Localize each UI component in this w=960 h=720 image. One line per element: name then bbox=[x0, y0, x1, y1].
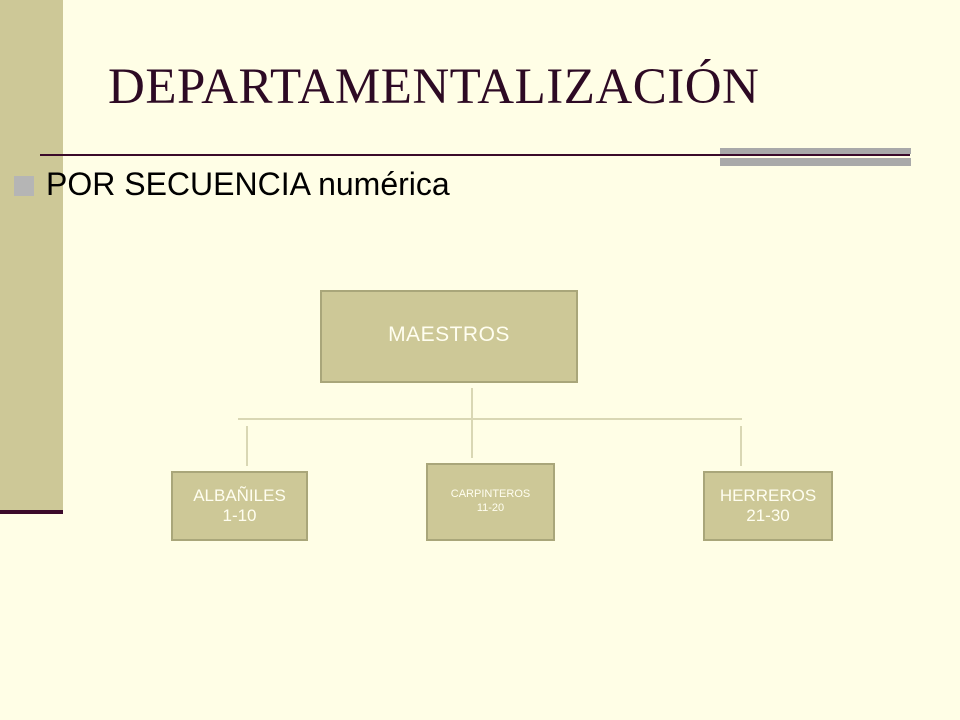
title-divider bbox=[40, 154, 910, 156]
org-node-maestros: MAESTROS bbox=[320, 290, 578, 383]
title-divider-accent-top bbox=[720, 148, 911, 154]
left-accent-bar bbox=[0, 0, 63, 510]
connector-horizontal bbox=[238, 418, 742, 420]
bullet-square-icon bbox=[14, 175, 34, 196]
org-node-carpinteros-range: 11-20 bbox=[476, 502, 505, 514]
connector-left-down bbox=[246, 426, 248, 466]
connector-root-down bbox=[471, 388, 473, 458]
bullet-text: POR SECUENCIA numérica bbox=[46, 166, 450, 202]
org-node-albaniles-name: ALBAÑILES bbox=[193, 486, 286, 505]
org-node-maestros-label: MAESTROS bbox=[388, 323, 510, 346]
bullet-item: POR SECUENCIA numérica bbox=[14, 166, 450, 203]
org-node-albaniles-range: 1-10 bbox=[222, 506, 257, 525]
left-accent-underline bbox=[0, 510, 63, 514]
org-node-carpinteros: CARPINTEROS 11-20 bbox=[426, 463, 555, 541]
org-node-carpinteros-name: CARPINTEROS bbox=[450, 488, 531, 500]
org-node-herreros: HERREROS 21-30 bbox=[703, 471, 833, 541]
org-node-herreros-name: HERREROS bbox=[719, 486, 817, 505]
title-divider-accent-bottom bbox=[720, 158, 911, 166]
org-node-herreros-range: 21-30 bbox=[746, 506, 790, 525]
connector-right-down bbox=[740, 426, 742, 466]
slide-title: DEPARTAMENTALIZACIÓN bbox=[108, 59, 760, 115]
org-node-albaniles: ALBAÑILES 1-10 bbox=[171, 471, 308, 541]
